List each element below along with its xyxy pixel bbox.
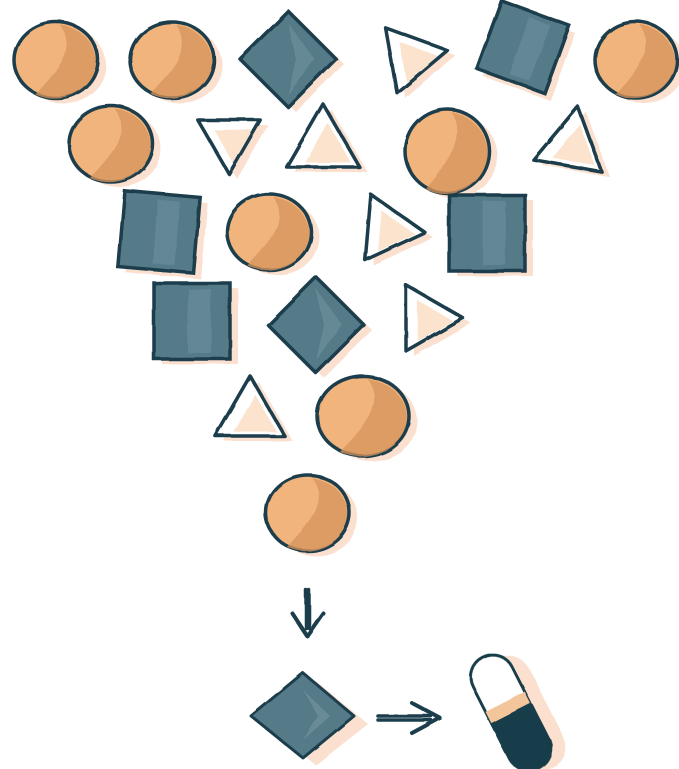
- square-icon: [154, 283, 238, 364]
- square-icon: [118, 191, 208, 279]
- square-icon: [449, 195, 533, 276]
